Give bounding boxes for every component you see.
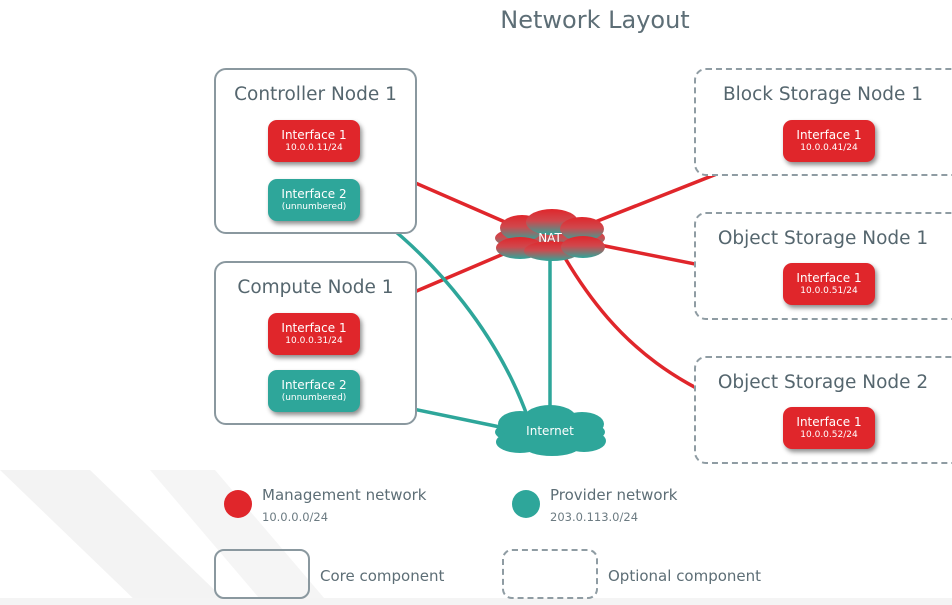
interface-address: 10.0.0.41/24: [800, 143, 858, 153]
interface-label: Interface 1: [281, 321, 347, 335]
controller-interface-2: Interface 2 (unnumbered): [268, 179, 360, 221]
core-component-swatch: [214, 549, 310, 599]
core-component-label: Core component: [320, 567, 445, 585]
provider-network-subnet: 203.0.113.0/24: [550, 510, 639, 524]
diagram-title: Network Layout: [500, 6, 690, 34]
controller-node-title: Controller Node 1: [234, 84, 397, 105]
interface-address: 10.0.0.31/24: [285, 336, 343, 346]
object-storage-1-interface-1: Interface 1 10.0.0.51/24: [783, 263, 875, 305]
optional-component-swatch: [502, 549, 598, 599]
compute-interface-2: Interface 2 (unnumbered): [268, 370, 360, 412]
management-network-swatch: [224, 490, 252, 518]
object-storage-node-2-title: Object Storage Node 2: [717, 372, 929, 393]
object-storage-node-1-title: Object Storage Node 1: [717, 228, 929, 249]
interface-address: (unnumbered): [281, 393, 347, 403]
optional-component-label: Optional component: [608, 567, 762, 585]
interface-label: Interface 2: [281, 187, 347, 201]
block-storage-interface-1: Interface 1 10.0.0.41/24: [783, 120, 875, 162]
interface-label: Interface 1: [796, 271, 862, 285]
provider-network-swatch: [512, 490, 540, 518]
nat-label: NAT: [538, 231, 562, 245]
interface-address: 10.0.0.52/24: [800, 430, 858, 440]
interface-label: Interface 1: [796, 415, 862, 429]
controller-interface-1: Interface 1 10.0.0.11/24: [268, 120, 360, 162]
interface-address: 10.0.0.11/24: [285, 143, 343, 153]
internet-label: Internet: [526, 424, 574, 438]
interface-address: (unnumbered): [281, 202, 347, 212]
interface-label: Interface 1: [281, 128, 347, 142]
management-network-subnet: 10.0.0.0/24: [262, 510, 329, 524]
interface-label: Interface 1: [796, 128, 862, 142]
interface-address: 10.0.0.51/24: [800, 286, 858, 296]
object-storage-2-interface-1: Interface 1 10.0.0.52/24: [783, 407, 875, 449]
management-network-label: Management network: [262, 486, 427, 504]
nat-cloud: [495, 209, 605, 261]
compute-node-title: Compute Node 1: [237, 277, 394, 298]
internet-cloud: [495, 405, 606, 456]
interface-label: Interface 2: [281, 378, 347, 392]
provider-network-label: Provider network: [550, 486, 678, 504]
compute-interface-1: Interface 1 10.0.0.31/24: [268, 313, 360, 355]
block-storage-node-title: Block Storage Node 1: [722, 84, 924, 105]
